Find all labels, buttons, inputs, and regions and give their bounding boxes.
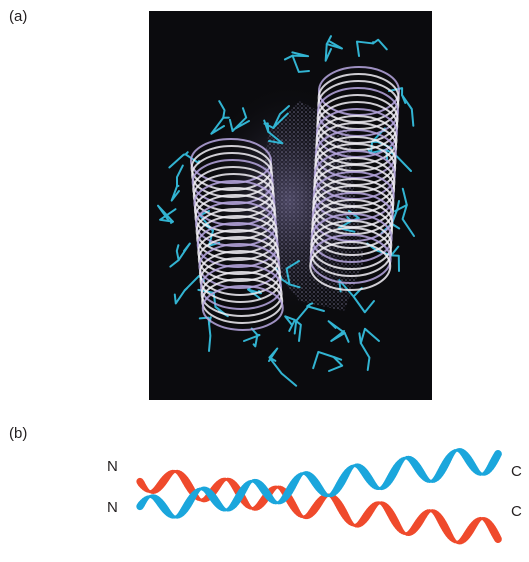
- helix-turn: [201, 278, 284, 324]
- helix-turn: [199, 257, 282, 303]
- helix-turn: [317, 80, 400, 130]
- helix-turn: [190, 138, 272, 184]
- side-chain-branch: [268, 356, 277, 362]
- side-chain-branch: [385, 148, 389, 161]
- helix-turn: [195, 201, 278, 247]
- helix-turn: [195, 208, 278, 254]
- coiled-coil-schematic: [136, 448, 502, 545]
- helix-turn: [313, 164, 396, 214]
- side-chain-branch: [390, 245, 400, 257]
- c-terminus-top-label: C: [511, 463, 522, 480]
- helix-turn: [192, 166, 275, 212]
- helix-turn: [314, 129, 397, 179]
- helix-turn: [190, 145, 273, 191]
- helix-turn: [191, 152, 274, 198]
- side-chain-branch: [332, 355, 343, 361]
- side-chain-branch: [283, 54, 294, 61]
- helix-turn: [316, 101, 399, 151]
- helix-turn: [315, 122, 398, 172]
- helix-turn: [197, 229, 280, 275]
- helix-turn: [309, 241, 392, 291]
- helix-segment: [492, 532, 502, 544]
- helix-turn: [312, 171, 395, 221]
- helix-turn: [311, 192, 394, 242]
- helix-turn: [311, 206, 393, 256]
- right-helix-ribbon: [309, 66, 400, 291]
- blue-helix-strand: [136, 448, 502, 519]
- helix-segment: [492, 449, 502, 461]
- helix-turn: [312, 178, 395, 228]
- side-chain-branch: [184, 151, 189, 156]
- helix-turn: [196, 215, 279, 261]
- helix-turn: [315, 108, 398, 158]
- panel-label-a: (a): [9, 8, 28, 25]
- side-chain-branch: [309, 302, 314, 306]
- helix-turn: [191, 159, 274, 205]
- side-chain-branch: [325, 35, 333, 46]
- side-chain-branch: [169, 259, 180, 268]
- helix-turn: [196, 222, 279, 268]
- helix-turn: [193, 187, 276, 233]
- helix-turn: [316, 94, 399, 144]
- n-terminus-top-label: N: [107, 458, 118, 475]
- helix-turn: [201, 285, 284, 331]
- helix-turn: [310, 213, 393, 263]
- helix-turn: [313, 157, 396, 207]
- helix-turn: [194, 194, 277, 240]
- helix-turn: [314, 136, 397, 186]
- helix-turn: [309, 234, 392, 284]
- n-terminus-bottom-label: N: [107, 499, 118, 516]
- side-chain-branch: [401, 94, 407, 104]
- side-chain-branch: [268, 125, 275, 130]
- helix-turn: [310, 220, 393, 270]
- helix-turn: [197, 236, 280, 282]
- helix-turn: [315, 115, 398, 165]
- helix-turn: [193, 180, 276, 226]
- helix-turn: [198, 250, 281, 296]
- helix-turn: [200, 271, 283, 317]
- helix-turn: [198, 243, 281, 289]
- side-chain-branch: [263, 119, 270, 133]
- panel-label-b: (b): [9, 425, 28, 442]
- side-chain-branch: [169, 220, 174, 224]
- side-chain-branch: [343, 331, 350, 343]
- side-chain-branch: [214, 305, 221, 312]
- coiled-coil-molecular-model-image: [149, 11, 432, 400]
- helix-turn: [313, 150, 396, 200]
- helix-turn: [309, 227, 392, 277]
- left-helix-ribbon: [190, 138, 284, 331]
- side-chain-branch: [228, 118, 234, 133]
- helix-turn: [311, 199, 394, 249]
- helix-turn: [316, 87, 399, 137]
- side-chain-branch: [183, 287, 189, 292]
- helix-turn: [318, 66, 400, 116]
- helix-turn: [314, 143, 397, 193]
- side-chain-branch: [288, 318, 296, 332]
- helix-turn: [317, 73, 400, 123]
- helix-turn: [200, 264, 283, 310]
- helix-turn: [192, 173, 275, 219]
- c-terminus-bottom-label: C: [511, 503, 522, 520]
- side-chain-branch: [358, 332, 362, 345]
- side-chain-branch: [288, 283, 301, 289]
- helix-turn: [312, 185, 395, 235]
